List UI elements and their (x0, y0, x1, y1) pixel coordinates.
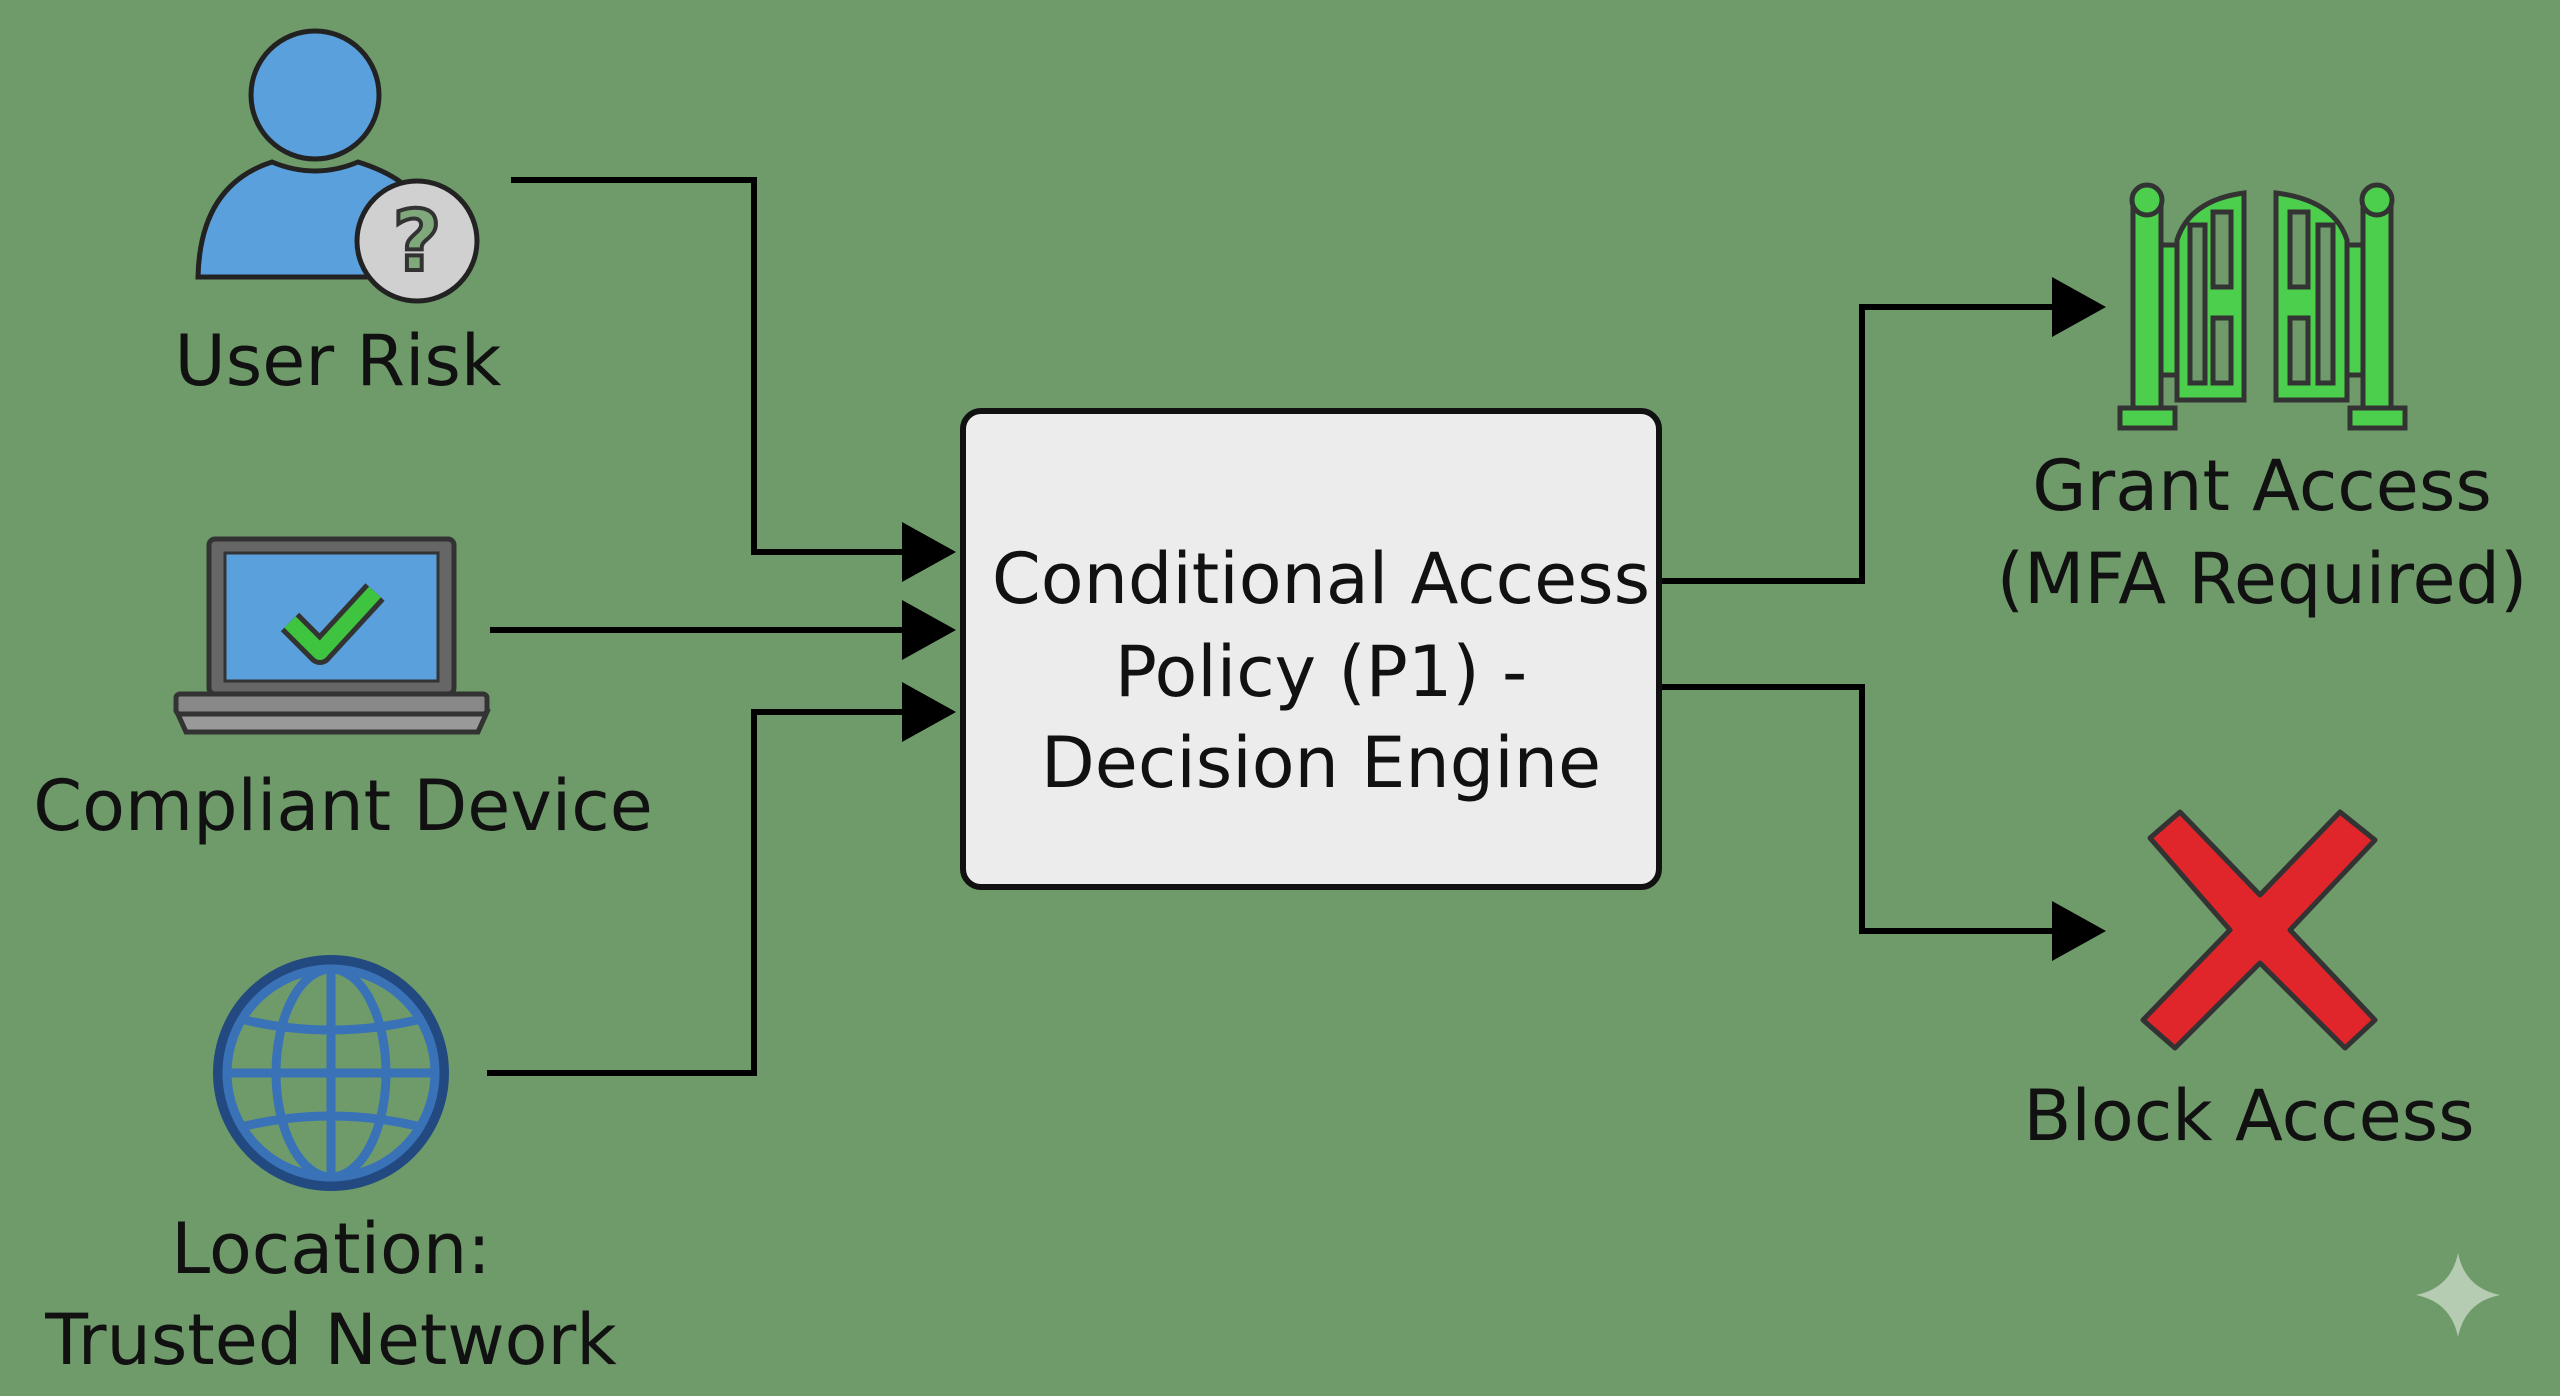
edge-location-to-policy (487, 682, 956, 1076)
compliant-device-label: Compliant Device (33, 765, 653, 847)
decision-engine-box: Conditional Access Policy (P1) - Decisio… (960, 408, 1662, 890)
edge-policy-to-grant (1662, 277, 2106, 584)
location-label-line1: Location: (171, 1208, 491, 1290)
grant-access-label-line2: (MFA Required) (1997, 538, 2528, 620)
grant-access-label-line1: Grant Access (2032, 445, 2492, 527)
sparkle-watermark-icon (2416, 1253, 2500, 1337)
decision-line1: Conditional Access (992, 538, 1650, 620)
user-risk-label: User Risk (175, 320, 502, 402)
globe-icon (213, 955, 449, 1191)
user-question-icon: ? (195, 28, 480, 304)
block-access-label: Block Access (2023, 1075, 2474, 1157)
location-label-line2: Trusted Network (44, 1299, 617, 1381)
edge-policy-to-block (1662, 684, 2106, 961)
decision-line3: Decision Engine (1041, 722, 1601, 804)
svg-text:?: ? (393, 192, 442, 290)
gate-open-icon (2117, 182, 2408, 431)
laptop-check-icon (173, 536, 491, 735)
decision-line2: Policy (P1) - (1115, 631, 1527, 713)
red-x-icon (2140, 809, 2378, 1051)
edge-user-risk-to-policy (511, 177, 956, 582)
